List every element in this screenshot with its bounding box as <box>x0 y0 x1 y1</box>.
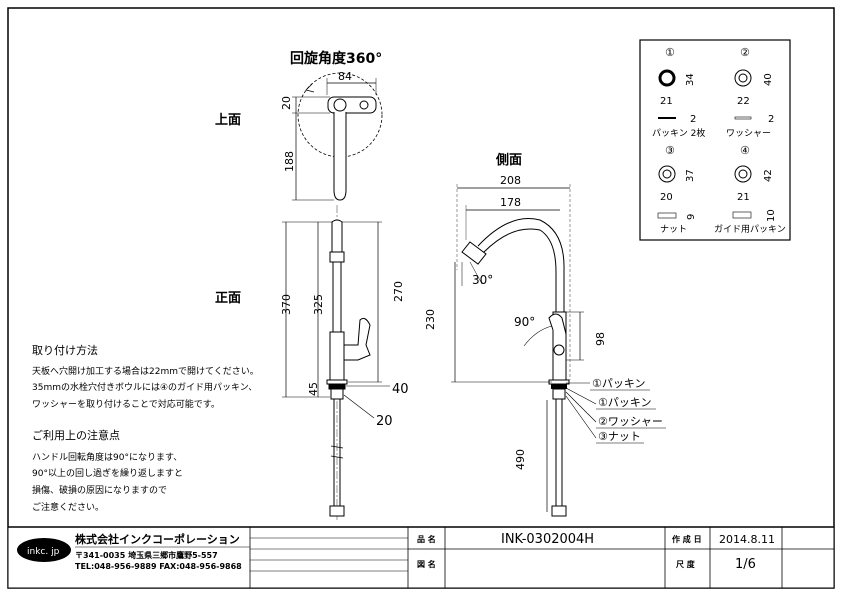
caution-line-2: 損傷、破損の原因になりますので <box>32 484 167 496</box>
label-scale: 尺 度 <box>676 559 696 569</box>
side-spout <box>477 218 565 312</box>
dim-370: 370 <box>280 294 293 315</box>
part3-ring <box>658 165 676 183</box>
dim-208: 208 <box>500 174 521 187</box>
dim-20: 20 <box>280 96 293 110</box>
part2-thick: 2 <box>768 114 774 125</box>
dim-270: 270 <box>392 281 405 302</box>
part4-name: ガイド用パッキン <box>714 224 786 235</box>
install-title: 取り付け方法 <box>32 343 98 357</box>
callout-2: ①パッキン <box>598 396 652 409</box>
part4-ring <box>734 165 752 183</box>
top-view-label: 上面 <box>215 113 241 128</box>
label-date: 作 成 日 <box>672 534 702 544</box>
callout-1: ①パッキン <box>592 377 646 390</box>
part2-d2: 22 <box>737 96 750 107</box>
dim-20b: 20 <box>376 414 393 429</box>
label-drawing: 図 名 <box>417 559 436 569</box>
top-view: 回旋角度360° 84 20 188 上面 <box>215 50 383 201</box>
part2-name: ワッシャー <box>726 129 771 139</box>
part2-ring <box>734 69 752 87</box>
dim-40: 40 <box>392 382 409 397</box>
part2-num: ② <box>740 46 750 59</box>
front-view: 正面 370 325 45 270 40 20 <box>215 205 409 520</box>
part1-ring <box>658 69 676 87</box>
rotation-arrow <box>305 83 315 93</box>
dim-90deg: 90° <box>514 315 535 329</box>
side-view-label: 側面 <box>495 152 522 168</box>
dim-98: 98 <box>594 332 607 346</box>
part3-d2: 20 <box>660 192 673 203</box>
part1-d2: 21 <box>660 96 673 107</box>
front-view-label: 正面 <box>215 291 241 306</box>
callout-4: ③ナット <box>598 430 641 443</box>
caution-line-3: ご注意ください。 <box>32 501 104 513</box>
dim-490: 490 <box>514 449 527 470</box>
install-line-2: ワッシャーを取り付けることで対応可能です。 <box>32 398 220 410</box>
part4-d2: 21 <box>737 192 750 203</box>
top-spout <box>333 112 347 201</box>
dim-178: 178 <box>500 196 521 209</box>
caution-line-1: 90°以上の回し過ぎを繰り返しますと <box>32 467 183 479</box>
part3-num: ③ <box>665 144 675 157</box>
callout-3: ②ワッシャー <box>598 415 663 428</box>
install-line-0: 天板へ穴開け加工する場合は22mmで開けてください。 <box>32 365 259 377</box>
part4-d1: 42 <box>763 169 774 182</box>
scale-value: 1/6 <box>735 557 756 572</box>
part4-num: ④ <box>740 144 750 157</box>
logo-text: inkc. jp <box>27 547 60 557</box>
notes: 取り付け方法 天板へ穴開け加工する場合は22mmで開けてください。 35mmの水… <box>32 343 259 513</box>
company-name: 株式会社インクコーポレーション <box>75 532 240 546</box>
parts-box: ① 34 21 2 パッキン 2枚 ② 40 22 2 ワッシャー ③ 37 2… <box>639 39 791 241</box>
company-tel: TEL:048-956-9889 FAX:048-956-9868 <box>75 562 242 571</box>
install-line-1: 35mmの水栓穴付きボウルには④のガイド用パッキン、 <box>32 381 257 393</box>
item-value: INK-0302004H <box>501 532 594 547</box>
part1-name: パッキン 2枚 <box>652 127 705 139</box>
rotation-label: 回旋角度360° <box>290 50 382 67</box>
dim-45: 45 <box>307 382 320 396</box>
caution-title: ご利用上の注意点 <box>32 428 120 442</box>
part1-thick: 2 <box>690 114 696 125</box>
part1-d1: 34 <box>685 73 696 86</box>
part3-thick: 9 <box>686 214 697 220</box>
part4-thick: 10 <box>766 209 777 222</box>
dim-325: 325 <box>312 294 325 315</box>
dim-30deg: 30° <box>472 273 493 287</box>
company-address: 〒341-0035 埼玉県三郷市鷹野5-557 <box>75 550 218 560</box>
company-logo <box>17 538 71 562</box>
part1-num: ① <box>665 46 675 59</box>
part3-d1: 37 <box>685 169 696 182</box>
side-view: 側面 208 178 30° 230 90° <box>424 152 666 517</box>
title-block: inkc. jp 株式会社インクコーポレーション 〒341-0035 埼玉県三郷… <box>7 526 835 589</box>
date-value: 2014.8.11 <box>719 533 775 546</box>
dim-188: 188 <box>283 151 296 172</box>
dim-230: 230 <box>424 309 437 330</box>
part2-d1: 40 <box>763 73 774 86</box>
label-item: 品 名 <box>417 534 436 544</box>
caution-line-0: ハンドル回転角度は90°になります、 <box>32 451 182 463</box>
part3-name: ナット <box>660 224 687 235</box>
dim-84: 84 <box>338 70 352 83</box>
